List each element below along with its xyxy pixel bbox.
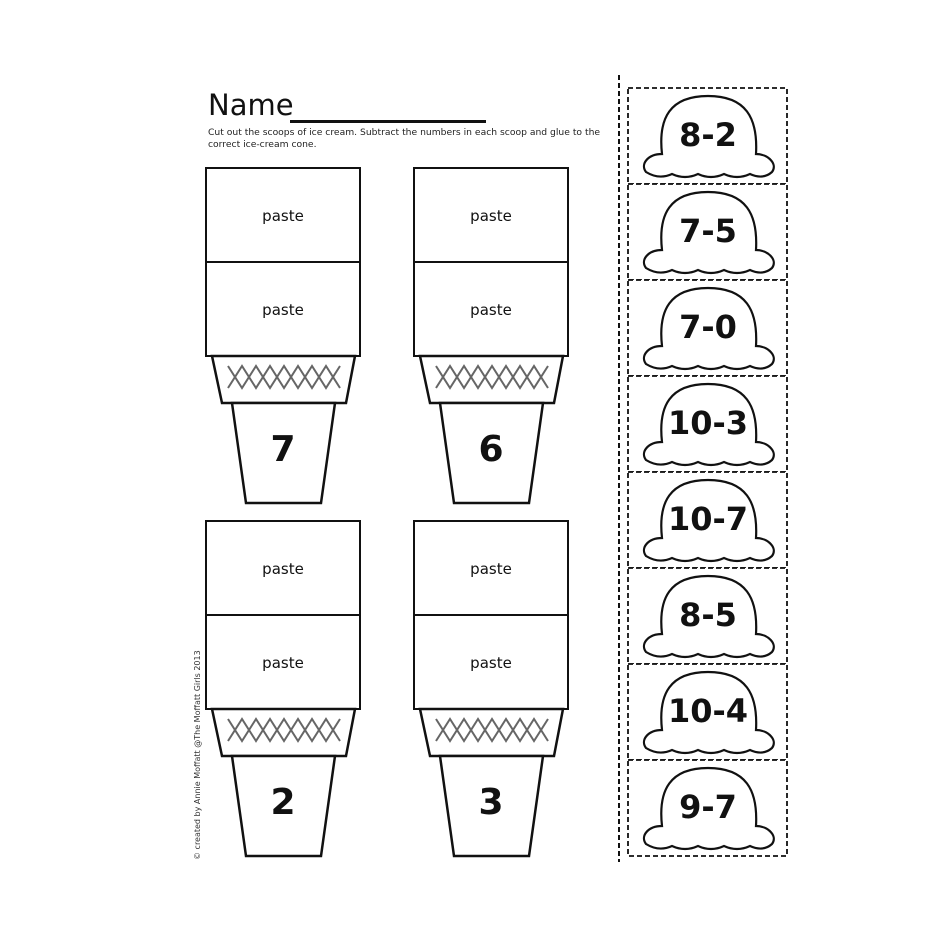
cone-base [438,754,545,858]
cone-rim [210,707,357,758]
scoop-problem: 7-5 [679,212,737,250]
ice-cream-cone: paste paste 6 [413,167,569,505]
scoop-problem: 10-7 [668,500,748,538]
ice-cream-scoop-icon [642,286,775,371]
paste-box-top [205,520,361,616]
waffle-pattern [227,717,341,743]
cone-rim [210,354,357,405]
paste-label: paste [470,207,512,225]
cone-base [438,401,545,505]
cone-rim [418,354,565,405]
scoop-card[interactable]: 10-4 [627,663,788,761]
paste-box-top [205,167,361,263]
waffle-pattern [227,364,341,390]
cone-answer-number: 3 [478,782,503,823]
scoop-card[interactable]: 10-7 [627,471,788,569]
scoop-problem: 8-2 [679,116,737,154]
waffle-pattern [227,717,341,743]
ice-cream-cone: paste paste 7 [205,167,361,505]
ice-cream-cone: paste paste 2 [205,520,361,858]
name-line [290,120,486,123]
paste-label: paste [470,654,512,672]
ice-cream-scoop-icon [642,574,775,659]
paste-box-bottom [413,261,569,357]
scoop-card[interactable]: 7-0 [627,279,788,377]
waffle-pattern [435,717,549,743]
scoop-card[interactable]: 7-5 [627,183,788,281]
ice-cream-scoop-icon [642,670,775,755]
waffle-pattern [227,364,341,390]
scoop-card[interactable]: 10-3 [627,375,788,473]
ice-cream-scoop-icon [642,190,775,275]
ice-cream-scoop-icon [642,766,775,851]
paste-label: paste [470,301,512,319]
cone-answer-number: 6 [478,429,503,470]
paste-box-bottom [205,614,361,710]
waffle-pattern [435,364,549,390]
paste-box-bottom [413,614,569,710]
scoop-card[interactable]: 8-5 [627,567,788,665]
instructions: Cut out the scoops of ice cream. Subtrac… [208,127,601,150]
paste-label: paste [470,560,512,578]
paste-label: paste [262,654,304,672]
scoop-problem: 9-7 [679,788,737,826]
ice-cream-scoop-icon [642,382,775,467]
waffle-pattern [435,364,549,390]
ice-cream-cone: paste paste 3 [413,520,569,858]
cone-answer-number: 2 [270,782,295,823]
cone-base [230,401,337,505]
cone-answer-number: 7 [270,429,295,470]
scoop-card[interactable]: 9-7 [627,759,788,857]
paste-label: paste [262,301,304,319]
scoop-problem: 10-4 [668,692,748,730]
scoop-problem: 8-5 [679,596,737,634]
paste-label: paste [262,207,304,225]
name-label: Name [208,88,294,122]
paste-label: paste [262,560,304,578]
cone-base [230,754,337,858]
cone-rim [418,707,565,758]
scoop-card[interactable]: 8-2 [627,87,788,185]
scoop-problem: 7-0 [679,308,737,346]
waffle-pattern [435,717,549,743]
scoop-problem: 10-3 [668,404,748,442]
ice-cream-scoop-icon [642,478,775,563]
paste-box-top [413,167,569,263]
ice-cream-scoop-icon [642,94,775,179]
